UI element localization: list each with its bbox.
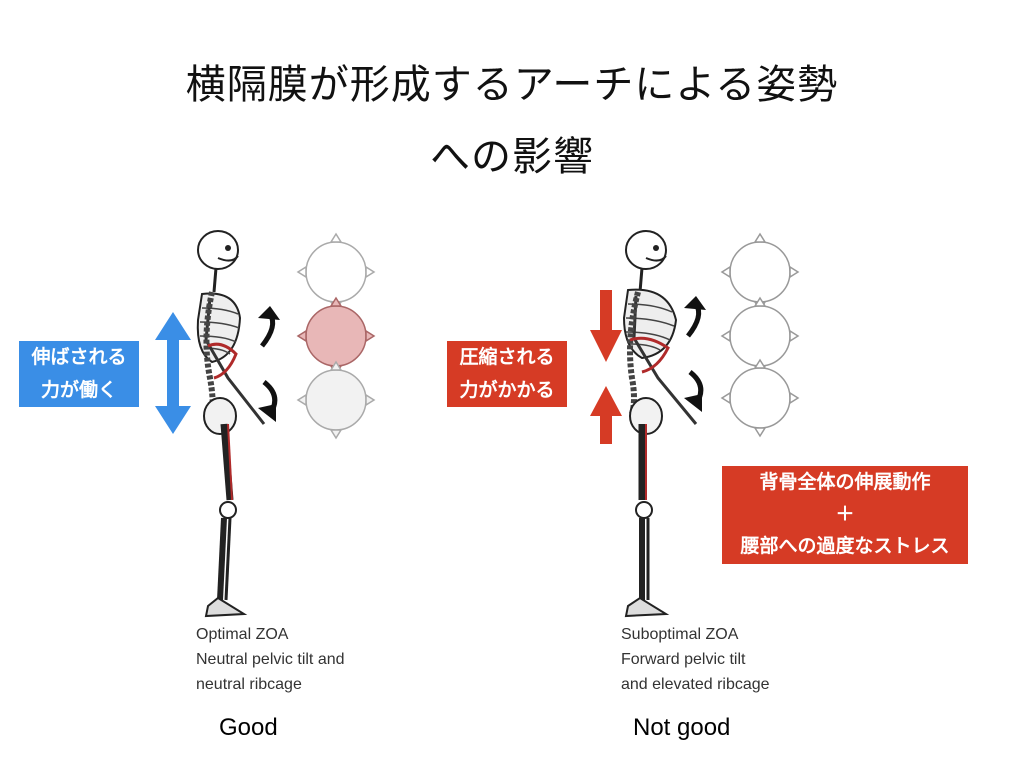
- right-caption-line-2: Forward pelvic tilt: [621, 651, 746, 668]
- right-caption: Suboptimal ZOA Forward pelvic tilt and e…: [621, 622, 770, 697]
- downward-rotation-arrow-icon: [258, 380, 278, 422]
- left-caption-line-2: Neutral pelvic tilt and: [196, 651, 345, 668]
- compression-up-arrow-icon: [590, 386, 622, 444]
- stretch-force-callout-line-1: 伸ばされる: [31, 346, 127, 368]
- effect-callout-line-1: 背骨全体の伸展動作: [759, 471, 931, 493]
- upright-skeleton-figure: [196, 230, 266, 618]
- effect-callout: 背骨全体の伸展動作 ＋ 腰部への過度なストレス: [722, 466, 968, 564]
- right-caption-line-3: and elevated ribcage: [621, 676, 770, 693]
- stretch-force-callout: 伸ばされる 力が働く: [19, 341, 139, 407]
- tilted-skeleton-figure: [622, 230, 698, 618]
- upward-rotation-arrow-icon-right: [684, 296, 706, 338]
- upward-rotation-arrow-icon: [258, 306, 280, 348]
- slide-title-line-1: 横隔膜が形成するアーチによる姿勢: [185, 62, 839, 108]
- right-caption-line-1: Suboptimal ZOA: [621, 626, 739, 643]
- slide-title-line-2: への影響: [430, 134, 594, 180]
- downward-rotation-arrow-icon-right: [684, 370, 704, 412]
- stretch-double-arrow-icon: [155, 312, 191, 434]
- gear-stack-not-good: [720, 232, 800, 438]
- compression-force-callout: 圧縮される 力がかかる: [447, 341, 567, 407]
- not-good-label: Not good: [633, 714, 731, 741]
- good-label: Good: [219, 714, 278, 741]
- left-caption-line-1: Optimal ZOA: [196, 626, 289, 643]
- effect-callout-line-2: ＋: [835, 503, 855, 525]
- gear-stack-good: [296, 232, 376, 440]
- effect-callout-line-3: 腰部への過度なストレス: [740, 535, 950, 557]
- left-caption-line-3: neutral ribcage: [196, 676, 302, 693]
- compression-down-arrow-icon: [590, 290, 622, 362]
- left-caption: Optimal ZOA Neutral pelvic tilt and neut…: [196, 622, 345, 697]
- compression-force-callout-line-1: 圧縮される: [459, 346, 555, 368]
- stretch-force-callout-line-2: 力が働く: [40, 379, 117, 401]
- compression-force-callout-line-2: 力がかかる: [459, 379, 555, 401]
